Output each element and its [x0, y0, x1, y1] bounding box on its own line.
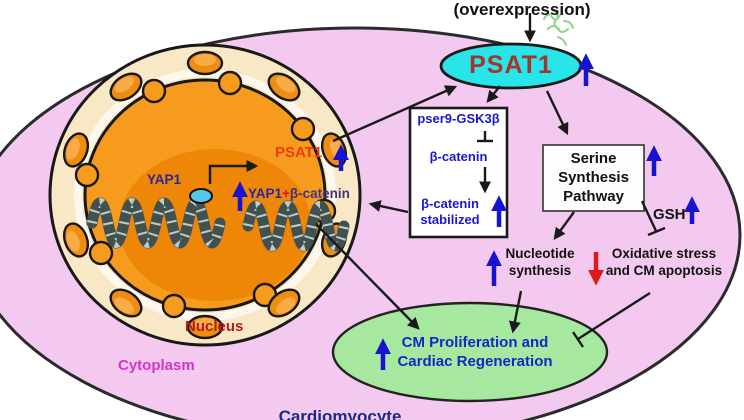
oxidative-line1: Oxidative stress [611, 246, 717, 261]
cardiomyocyte-label: Cardiomyocyte [278, 407, 402, 420]
dna-helix-right-icon [242, 200, 350, 252]
nucleus-label: Nucleus [185, 318, 244, 335]
serine-line1: Serine [570, 150, 617, 167]
gsk3-box-bcatenin: β-catenin [429, 149, 488, 164]
nucleotide-line1: Nucleotide [505, 246, 575, 261]
complex-beta-catenin: β-catenin [289, 186, 350, 201]
serine-pathway-box [542, 144, 645, 212]
gsk3-box [408, 106, 509, 239]
virus-squiggle-icon [543, 10, 574, 46]
stabilized-line1: β-catenin [421, 196, 479, 211]
tbar-gsh-inhibits-oxidative [640, 200, 658, 232]
nucleotide-synthesis-label: Nucleotide synthesis [502, 245, 578, 279]
dna-helix-left-icon [86, 197, 226, 249]
arrow-stabilized-to-nucleus [368, 200, 409, 214]
proliferation-line1: CM Proliferation and [401, 334, 549, 351]
complex-yap1: YAP1 [248, 186, 283, 201]
yap1-bcatenin-complex-label: YAP1+β-catenin [248, 186, 350, 201]
yap1-gene-label: YAP1 [147, 172, 182, 187]
nuclear-pores [62, 50, 348, 340]
arrow-psat1-to-gsk3-box [486, 85, 501, 103]
stabilized-line2: stabilized [420, 211, 480, 227]
oxidative-stress-label: Oxidative stress and CM apoptosis [602, 245, 726, 279]
arrow-serine-to-nucleotide [553, 211, 575, 240]
cytoplasm-label: Cytoplasm [118, 357, 195, 374]
nucleus [48, 43, 362, 347]
tbar-cap-gsh [647, 226, 666, 237]
nucleus-psat1-label: PSAT1 [275, 144, 323, 161]
psat1-oval-label: PSAT1 [469, 51, 553, 79]
arrow-psat1-to-serine-box [545, 90, 569, 136]
arrow-nucleotide-to-proliferation [508, 290, 523, 334]
arrow-complex-to-proliferation [315, 223, 420, 330]
black-arrows [315, 13, 666, 348]
complex-plus: + [282, 186, 290, 201]
tbar-oxidative-inhibits-proliferation [577, 291, 651, 341]
oxidative-line2: and CM apoptosis [605, 263, 723, 278]
arrow-nucleus-psat1-to-psat1-oval [332, 85, 458, 143]
serine-line3: Pathway [563, 188, 624, 205]
overexpression-label: (overexpression) [453, 0, 591, 19]
serine-line2: Synthesis [558, 169, 629, 186]
yap1-transcription-factor-oval-icon [189, 188, 213, 204]
transcription-arrow-icon [208, 160, 259, 184]
proliferation-oval [331, 301, 609, 403]
gsh-label: GSH [653, 206, 686, 223]
blue-up-arrows [232, 53, 700, 370]
gsk3-box-header: pser9-GSK3β [417, 111, 500, 126]
tbar-cap-proliferation [572, 331, 584, 348]
proliferation-line2: Cardiac Regeneration [397, 353, 553, 370]
nucleotide-line2: synthesis [508, 263, 572, 278]
